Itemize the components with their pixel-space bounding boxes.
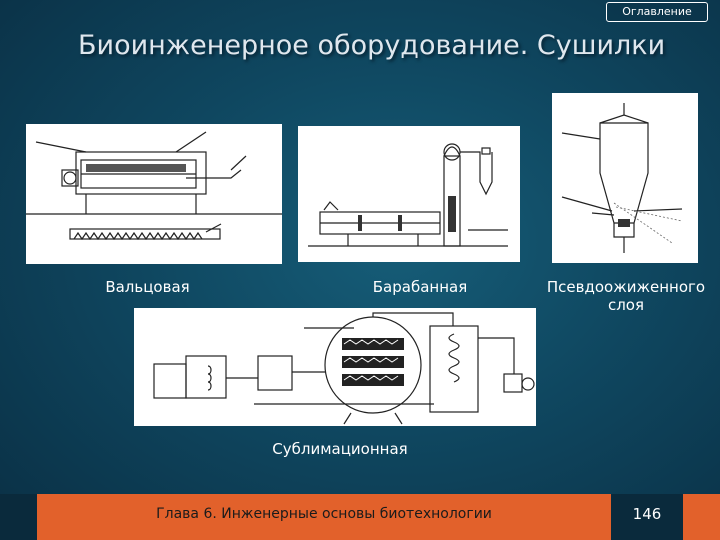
drum-dryer-diagram	[308, 143, 508, 247]
footer-chapter-title: Глава 6. Инженерные основы биотехнологии	[37, 494, 611, 540]
drum-dryer-caption: Барабанная	[372, 278, 468, 296]
sublimation-dryer-figure	[134, 308, 536, 426]
roller-dryer-caption: Вальцовая	[105, 278, 190, 296]
fluid-bed-dryer-diagram	[561, 103, 683, 253]
roller-dryer-figure	[26, 124, 282, 264]
page-number: 146	[611, 494, 683, 540]
sublimation-dryer-diagram	[153, 312, 535, 425]
roller-dryer-diagram	[26, 131, 282, 241]
fluid-bed-dryer-figure	[552, 93, 698, 263]
footer-right-block	[683, 494, 720, 540]
footer-left-block	[0, 494, 37, 540]
sublimation-dryer-caption: Сублимационная	[272, 440, 408, 458]
fluid-bed-dryer-caption: Псевдоожиженного слоя	[546, 278, 706, 314]
slide-title: Биоинженерное оборудование. Сушилки	[78, 30, 666, 61]
drum-dryer-figure	[298, 126, 520, 262]
toc-button[interactable]: Оглавление	[606, 2, 708, 22]
